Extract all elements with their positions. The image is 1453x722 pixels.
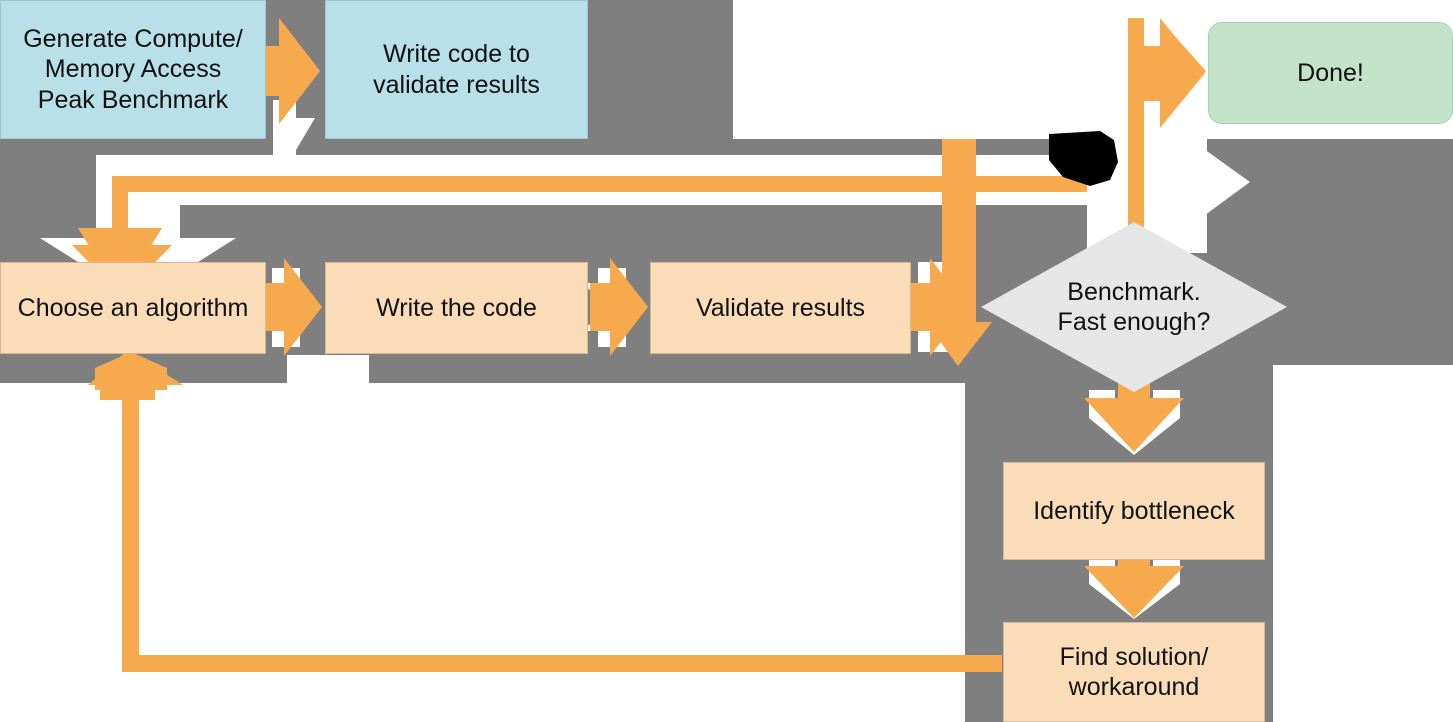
node-validate-results-label: Validate results (695, 293, 866, 322)
node-write-validate-code-label: Write code to validate results (373, 39, 540, 100)
label-line-2: workaround (1068, 673, 1200, 701)
node-validate-results[interactable]: Validate results (650, 262, 911, 354)
connector-gen-to-writecode (266, 18, 320, 166)
label-line-1: Write code to (383, 40, 530, 68)
connector-benchmark-to-bottleneck (1084, 381, 1184, 455)
connector-solution-to-choose (88, 350, 1002, 672)
node-identify-bottleneck[interactable]: Identify bottleneck (1003, 462, 1265, 560)
node-find-solution[interactable]: Find solution/ workaround (1003, 622, 1265, 722)
node-done[interactable]: Done! (1208, 22, 1453, 124)
node-write-validate-code[interactable]: Write code to validate results (325, 0, 588, 139)
label-line-1: Generate Compute/ (23, 24, 243, 53)
node-choose-algorithm-label: Choose an algorithm (17, 293, 249, 322)
node-find-solution-label: Find solution/ workaround (1060, 642, 1209, 703)
node-done-label: Done! (1297, 58, 1364, 87)
connector-choose-to-write (255, 258, 322, 356)
node-write-the-code-label: Write the code (376, 293, 537, 322)
label-line-2: Memory Access (44, 55, 222, 84)
label-line-3: Peak Benchmark (37, 85, 229, 114)
label-line-1: Find solution/ (1059, 642, 1209, 671)
node-generate-benchmark[interactable]: Generate Compute/ Memory Access Peak Ben… (0, 0, 266, 139)
benchmark-decision-diamond[interactable] (981, 222, 1287, 392)
connector-topdown-feed (926, 139, 992, 366)
connector-write-to-validate (581, 258, 648, 356)
node-generate-benchmark-label: Generate Compute/ Memory Access Peak Ben… (23, 24, 243, 116)
node-write-the-code[interactable]: Write the code (325, 262, 588, 354)
connector-bottleneck-to-solution (1084, 549, 1184, 619)
label-line-2: validate results (373, 70, 540, 99)
node-identify-bottleneck-label: Identify bottleneck (1033, 496, 1235, 525)
node-choose-algorithm[interactable]: Choose an algorithm (0, 262, 266, 354)
black-blob-artifact (1049, 131, 1118, 186)
